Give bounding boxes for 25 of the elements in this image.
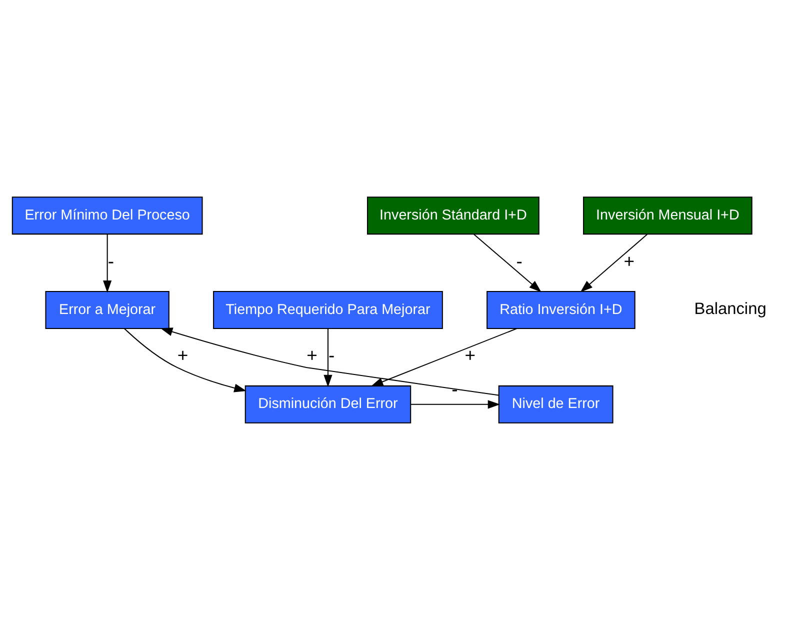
edge-label: + [464, 344, 476, 366]
arrow [103, 234, 112, 292]
node-box: Tiempo Requerido Para Mejorar [213, 290, 443, 328]
node-box: Ratio Inversión I+D [486, 290, 636, 328]
edge-label: - [452, 378, 458, 400]
label: Balancing [694, 299, 766, 318]
arrow [160, 327, 499, 396]
node-box: Inversión Stándard I+D [366, 196, 540, 234]
node-box: Nivel de Error [498, 384, 614, 423]
node-box: Disminución Del Error [244, 384, 412, 423]
node-box: Error a Mejorar [45, 290, 170, 328]
edge-label: + [177, 344, 188, 366]
node-box: Inversión Mensual I+D [583, 196, 752, 234]
edge-label: - [328, 344, 335, 366]
arrow [474, 234, 542, 292]
edge-label: - [516, 250, 522, 271]
node-box: Error Mínimo Del Proceso [12, 196, 203, 234]
arrow [324, 328, 332, 387]
edge-label: - [108, 250, 114, 271]
arrow [370, 328, 518, 386]
edge-label: + [306, 344, 318, 366]
arrow [124, 328, 247, 392]
arrow [580, 234, 648, 292]
arrow [410, 400, 500, 408]
edge-label: + [624, 250, 635, 271]
